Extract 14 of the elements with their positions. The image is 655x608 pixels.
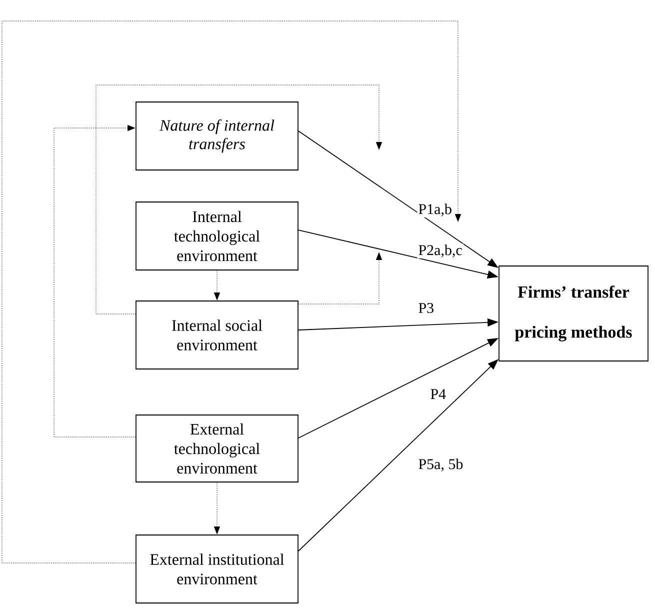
edge-label: P5a, 5b — [417, 458, 464, 472]
edge-label: P3 — [417, 302, 436, 314]
factor-box: External technological environment — [136, 414, 298, 482]
factor-box: Internal social environment — [136, 300, 298, 370]
edge-label: P4 — [429, 388, 448, 400]
edge-label: P1a,b — [417, 202, 453, 218]
factor-box: Nature of internal transfers — [136, 102, 298, 170]
outcome-box: Firms’ transfer pricing methods — [498, 266, 648, 362]
dotted-arrow — [96, 84, 382, 314]
edge-label: P2a,b,c — [417, 244, 464, 258]
factor-box: External institutional environment — [136, 534, 298, 604]
dotted-arrow — [54, 124, 136, 438]
dotted-arrow — [2, 20, 462, 564]
factor-box: Internal technological environment — [136, 202, 298, 270]
